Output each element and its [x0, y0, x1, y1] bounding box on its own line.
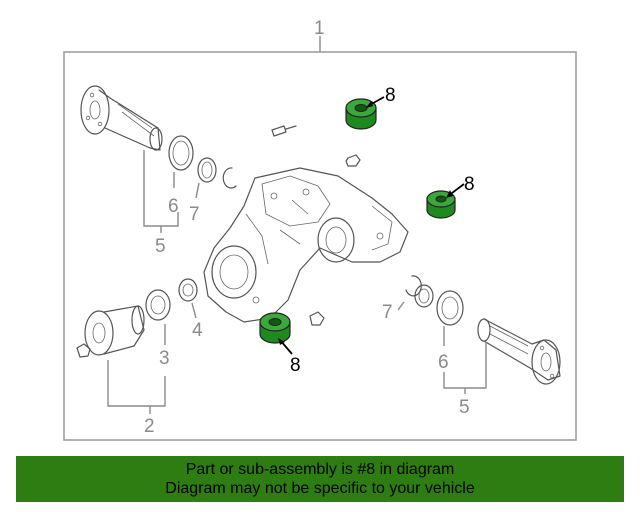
callout-5-right[interactable]: 5	[459, 397, 470, 418]
callout-2[interactable]: 2	[144, 416, 155, 437]
callout-4[interactable]: 4	[192, 320, 203, 341]
callout-8-top[interactable]: 8	[385, 85, 396, 106]
right-axle-shaft[interactable]	[477, 318, 561, 385]
bushing-bottom[interactable]	[259, 312, 291, 344]
drain-plug[interactable]	[76, 343, 91, 358]
left-flange-seal[interactable]	[145, 289, 171, 321]
differential-housing[interactable]	[203, 167, 409, 323]
callout-7-right[interactable]: 7	[382, 302, 393, 323]
left-seal-ring[interactable]	[168, 135, 194, 171]
callout-5-left[interactable]: 5	[155, 236, 166, 257]
notice-banner: Part or sub-assembly is #8 in diagram Di…	[16, 456, 624, 502]
left-flange[interactable]	[84, 305, 145, 356]
small-nut-top[interactable]	[345, 154, 361, 167]
callout-8-bottom[interactable]: 8	[290, 355, 301, 376]
left-snap-ring[interactable]	[222, 167, 237, 189]
right-spacer-ring[interactable]	[414, 284, 434, 308]
right-snap-ring[interactable]	[405, 275, 422, 297]
small-nut-bottom[interactable]	[309, 311, 325, 326]
callout-8-mid[interactable]: 8	[464, 174, 475, 195]
spacer-ring-4[interactable]	[178, 278, 198, 302]
callout-1[interactable]: 1	[314, 18, 325, 39]
left-spacer-ring[interactable]	[197, 157, 217, 183]
notice-line-2: Diagram may not be specific to your vehi…	[165, 480, 475, 497]
callout-6-left[interactable]: 6	[168, 196, 179, 217]
breather-bolt[interactable]	[271, 125, 297, 137]
diagram-frame	[63, 51, 577, 441]
left-axle-shaft[interactable]	[80, 85, 163, 151]
bushing-top[interactable]	[345, 98, 377, 130]
callout-3[interactable]: 3	[159, 348, 170, 369]
notice-line-1: Part or sub-assembly is #8 in diagram	[185, 461, 455, 478]
callout-6-right[interactable]: 6	[438, 352, 449, 373]
right-seal-ring[interactable]	[436, 290, 464, 326]
callout-7-left[interactable]: 7	[189, 204, 200, 225]
